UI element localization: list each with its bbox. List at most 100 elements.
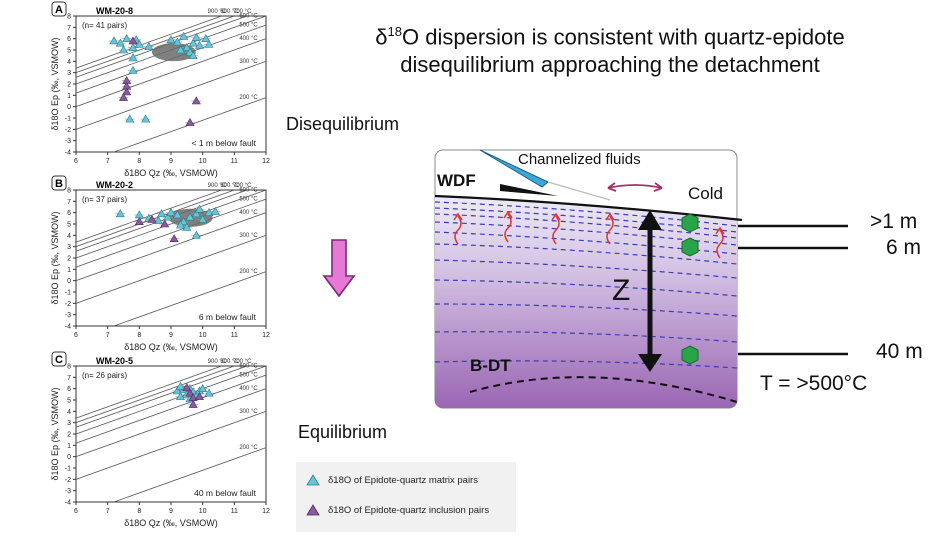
y-tick-label: 3 xyxy=(67,420,71,427)
isotherm-line xyxy=(75,38,267,108)
matrix-point xyxy=(179,31,189,40)
y-tick-label: 5 xyxy=(67,48,71,55)
y-tick-label: 1 xyxy=(67,267,71,274)
isotherm-label: 300 °C xyxy=(239,233,258,239)
y-tick-label: 3 xyxy=(67,244,71,251)
fluid-flow-arrows xyxy=(453,210,725,259)
matrix-point xyxy=(185,212,195,221)
pairs-count: (n= 37 pairs) xyxy=(82,195,127,204)
equilibrium-label: Equilibrium xyxy=(298,422,388,442)
isotherm-label: 600 °C xyxy=(239,14,258,20)
wdf-arrow-icon xyxy=(500,184,558,196)
legend: δ18O of Epidote-quartz matrix pairs δ18O… xyxy=(296,462,516,532)
epidote-mineral-1 xyxy=(681,213,699,233)
isotherm-line xyxy=(75,189,267,259)
matrix-point xyxy=(172,210,182,219)
x-tick-label: 11 xyxy=(231,332,238,339)
y-tick-label: 5 xyxy=(67,222,71,229)
inclusion-point xyxy=(169,234,179,243)
y-tick-label: 0 xyxy=(67,278,71,285)
panel-letter: A xyxy=(55,4,63,16)
matrix-point xyxy=(128,65,138,74)
matrix-point xyxy=(156,209,167,218)
y-tick-label: 5 xyxy=(67,398,71,405)
matrix-point xyxy=(194,204,205,213)
isotherm-label: 400 °C xyxy=(239,36,258,42)
matrix-point xyxy=(128,43,138,52)
isotherm-line xyxy=(75,212,267,282)
y-tick-label: -1 xyxy=(65,290,71,297)
isotherm-label: 600 °C xyxy=(239,364,258,370)
isotherm-label: 300 °C xyxy=(239,409,258,415)
y-tick-label: -3 xyxy=(65,138,71,145)
inclusion-triangle-icon xyxy=(306,504,320,516)
matrix-point xyxy=(115,209,125,218)
sample-name: WM-20-5 xyxy=(96,356,133,366)
isotherm-label: 900 °C xyxy=(208,183,227,189)
isotherm-line xyxy=(75,365,235,424)
matrix-point xyxy=(198,384,208,392)
isotherm-label: 200 °C xyxy=(239,269,258,275)
x-tick-label: 9 xyxy=(169,158,173,165)
y-tick-label: 8 xyxy=(67,188,71,195)
isotherm-label: 700 °C xyxy=(233,9,252,15)
matrix-point xyxy=(172,37,182,46)
inclusion-point xyxy=(122,87,132,96)
matrix-point xyxy=(201,34,211,42)
matrix-point xyxy=(204,39,214,48)
x-axis-label: δ18O Qz (‰, VSMOW) xyxy=(124,168,218,178)
x-tick-label: 12 xyxy=(262,508,270,515)
matrix-point xyxy=(128,53,138,62)
y-tick-label: 4 xyxy=(67,233,71,240)
matrix-point xyxy=(188,38,198,47)
matrix-point xyxy=(172,386,182,395)
matrix-point xyxy=(191,230,201,239)
y-tick-label: 6 xyxy=(67,36,71,43)
y-tick-label: -4 xyxy=(65,500,71,507)
y-tick-label: 8 xyxy=(67,364,71,371)
x-tick-label: 11 xyxy=(231,158,238,165)
y-tick-label: 2 xyxy=(67,82,71,89)
y-tick-label: 0 xyxy=(67,454,71,461)
inclusion-point xyxy=(191,96,201,105)
matrix-point xyxy=(166,208,176,216)
isotherm-label: 400 °C xyxy=(239,210,258,216)
inclusion-point xyxy=(147,214,157,223)
inclusion-point xyxy=(134,217,144,226)
isotherm-line xyxy=(75,365,248,428)
y-tick-label: 7 xyxy=(67,375,71,382)
y-tick-label: -2 xyxy=(65,301,71,308)
matrix-point xyxy=(141,114,151,123)
isotherm-line xyxy=(113,271,267,327)
matrix-point xyxy=(188,51,198,59)
isotherm-line xyxy=(75,15,235,74)
isotherm-line xyxy=(75,60,267,130)
pairs-count: (n= 26 pairs) xyxy=(82,371,127,380)
movement-arrow-icon xyxy=(607,184,663,189)
y-tick-label: 8 xyxy=(67,14,71,21)
isotherm-label: 700 °C xyxy=(233,359,252,365)
panel-letter-badge xyxy=(51,1,67,17)
x-tick-label: 9 xyxy=(169,508,173,515)
matrix-point xyxy=(204,208,214,216)
isotherm-line xyxy=(75,410,267,480)
fluid-channel-icon xyxy=(479,149,549,188)
matrix-point xyxy=(109,36,119,45)
y-tick-label: 2 xyxy=(67,256,71,263)
y-tick-label: 4 xyxy=(67,59,71,66)
bdt-line xyxy=(469,376,737,403)
isotherm-label: 800 °C xyxy=(220,359,239,365)
inclusion-point xyxy=(194,391,205,400)
y-tick-label: 7 xyxy=(67,199,71,206)
y-axis-label: δ18O Ep (‰, VSMOW) xyxy=(50,37,60,130)
y-tick-label: -3 xyxy=(65,312,71,319)
x-tick-label: 10 xyxy=(199,158,207,165)
isotherm-line xyxy=(75,198,267,268)
isotherm-label: 200 °C xyxy=(239,445,258,451)
isotherm-line xyxy=(75,388,267,458)
y-tick-label: 7 xyxy=(67,25,71,32)
temperature-label: T = >500°C xyxy=(760,372,868,395)
isotherm-line xyxy=(113,447,267,503)
